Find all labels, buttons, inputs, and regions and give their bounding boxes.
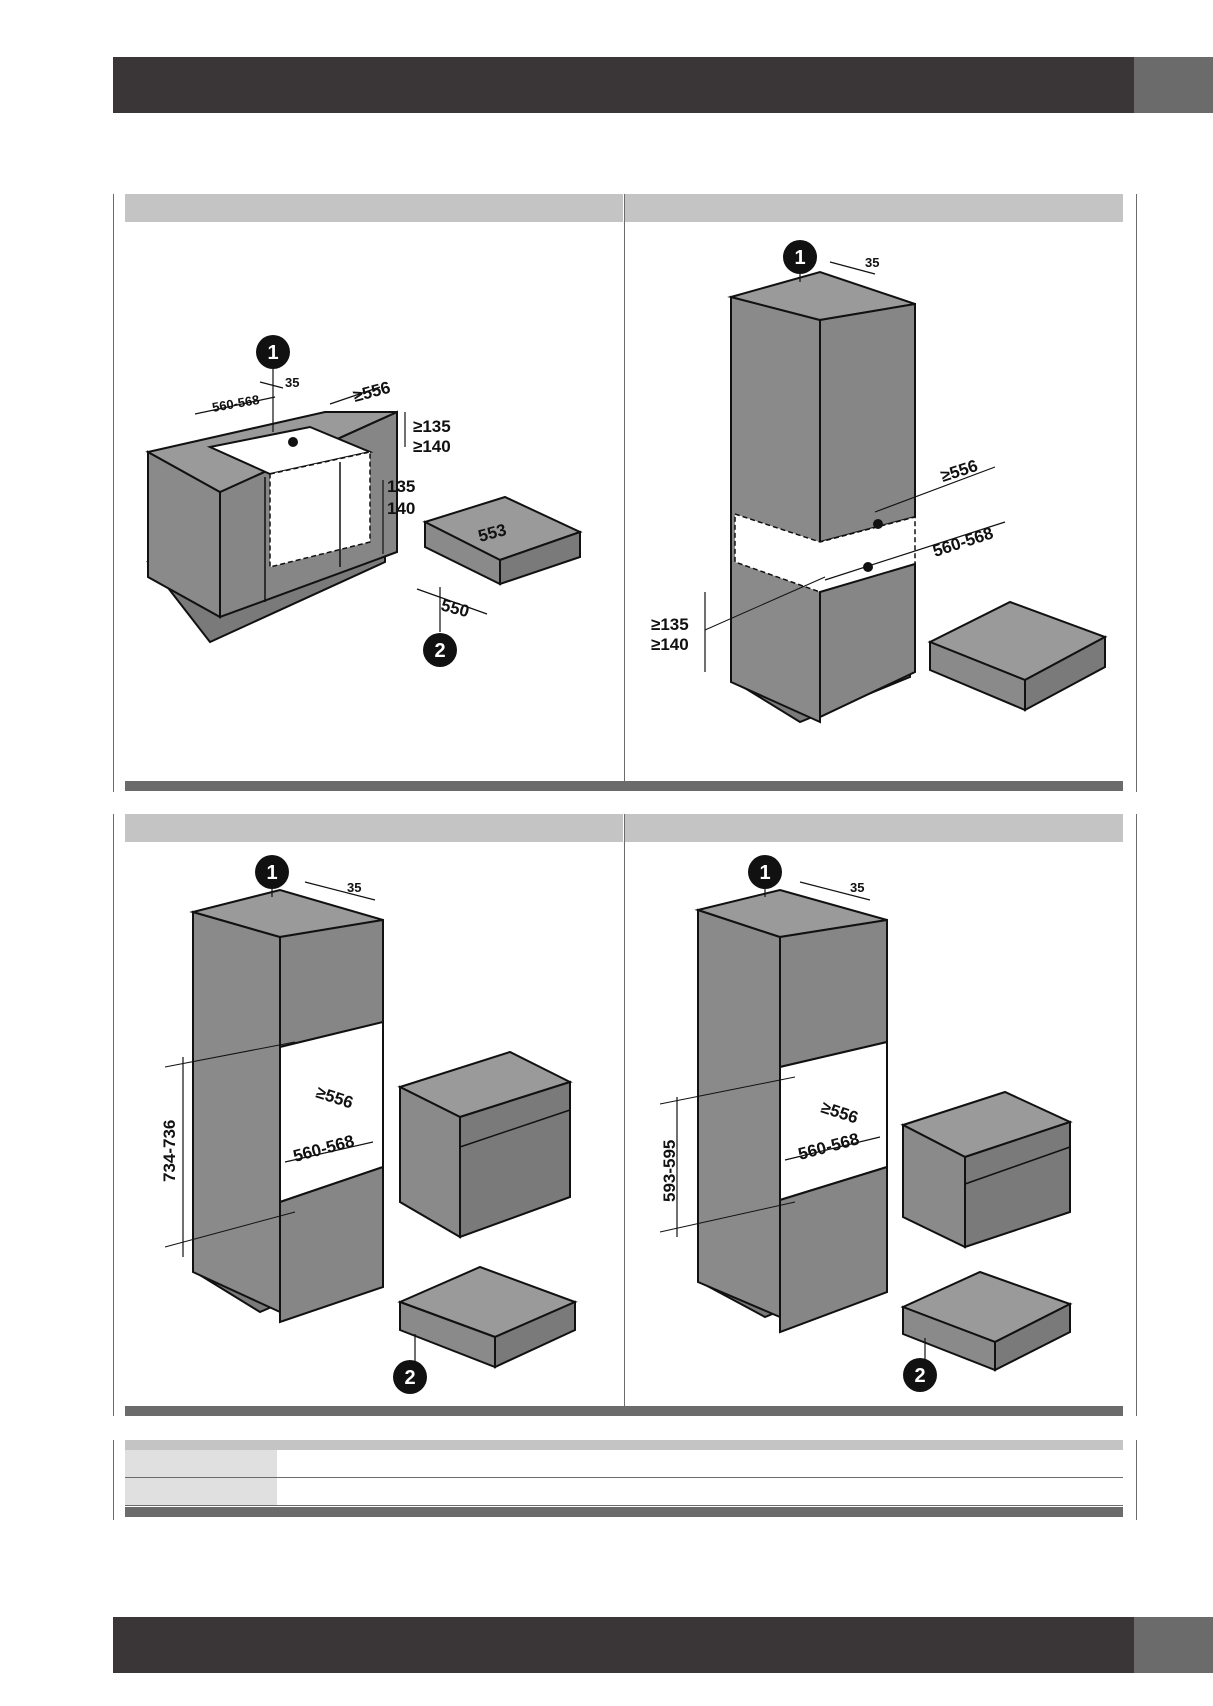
dim-556-label: ≥556 bbox=[938, 456, 980, 486]
legend-table-row-1 bbox=[125, 1450, 1123, 1478]
niche-interior bbox=[269, 451, 371, 568]
callout-1-marker bbox=[256, 335, 290, 369]
oven-front bbox=[459, 1080, 571, 1239]
callout-2-marker bbox=[903, 1358, 937, 1392]
dim-35-label: 35 bbox=[865, 255, 879, 270]
callout-1-marker bbox=[783, 240, 817, 274]
callout-1-text: 1 bbox=[266, 862, 277, 884]
drawer-front bbox=[499, 530, 581, 586]
legend-table-header bbox=[125, 1440, 1123, 1450]
drawer-front bbox=[494, 1300, 576, 1369]
callout-1-text: 1 bbox=[267, 342, 278, 364]
dim-35-label: 35 bbox=[347, 880, 361, 895]
cabinet-upper-door bbox=[819, 302, 916, 544]
callout-2-marker bbox=[423, 633, 457, 667]
cabinet-side bbox=[192, 910, 281, 1314]
anchor-point bbox=[288, 437, 298, 447]
header-bar bbox=[113, 57, 1213, 113]
cabinet-lower-door bbox=[279, 1165, 384, 1324]
header-tab bbox=[1134, 57, 1213, 113]
footer-tab bbox=[1134, 1617, 1213, 1673]
bottom-left-cell-header bbox=[125, 814, 623, 842]
bottom-right-cell-header bbox=[625, 814, 1123, 842]
dim-140-label: ≥140 bbox=[651, 635, 689, 654]
dim-135-label: ≥135 bbox=[413, 417, 451, 436]
callout-1-marker bbox=[748, 855, 782, 889]
cabinet-side bbox=[730, 295, 821, 724]
top-panel-footer bbox=[125, 781, 1123, 791]
cabinet-lower-door bbox=[819, 562, 916, 719]
callout-2-marker bbox=[393, 1360, 427, 1394]
dim-560-568-label: 560-568 bbox=[211, 392, 261, 415]
figure-tall-unit-oven-734: 1 35 ≥556 560-568 734-736 2 bbox=[160, 855, 578, 1394]
bottom-panel-divider bbox=[624, 814, 625, 1406]
footer-bar bbox=[113, 1617, 1213, 1673]
top-right-cell-header bbox=[625, 194, 1123, 222]
anchor-point-upper bbox=[873, 519, 883, 529]
dim-140-label: ≥140 bbox=[413, 437, 451, 456]
callout-1-text: 1 bbox=[794, 247, 805, 269]
dim-140-height-label: 140 bbox=[387, 499, 415, 518]
dim-560-568-label: 560-568 bbox=[930, 523, 995, 560]
legend-table-row-2 bbox=[125, 1478, 1123, 1506]
dim-35-label: 35 bbox=[285, 375, 299, 390]
legend-table-footer bbox=[125, 1507, 1123, 1517]
callout-2-text: 2 bbox=[914, 1365, 925, 1387]
callout-1-text: 1 bbox=[759, 862, 770, 884]
top-left-cell-header bbox=[125, 194, 623, 222]
drawer-front bbox=[994, 1302, 1071, 1372]
anchor-point-lower bbox=[863, 562, 873, 572]
top-figure-panel bbox=[113, 194, 1137, 792]
legend-row-1-label bbox=[125, 1450, 277, 1477]
cabinet-lower-door bbox=[779, 1165, 888, 1334]
dim-135-label: ≥135 bbox=[651, 615, 689, 634]
dim-135-height-label: 135 bbox=[387, 477, 415, 496]
dim-556-label: ≥556 bbox=[351, 378, 392, 406]
drawer-front bbox=[1024, 635, 1106, 712]
dim-height-label: 734-736 bbox=[160, 1120, 179, 1182]
legend-table-frame bbox=[113, 1440, 1137, 1520]
top-panel-divider bbox=[624, 194, 625, 782]
callout-2-text: 2 bbox=[434, 640, 445, 662]
cabinet-side bbox=[697, 908, 781, 1319]
bottom-figure-panel bbox=[113, 814, 1137, 1416]
dim-height-label: 593-595 bbox=[660, 1140, 679, 1202]
dim-35-label: 35 bbox=[850, 880, 864, 895]
figure-tall-unit-oven-593: 1 35 ≥556 560-568 593-595 2 bbox=[659, 855, 1073, 1392]
legend-row-2-label bbox=[125, 1478, 277, 1505]
callout-1-marker bbox=[255, 855, 289, 889]
figure-undercounter: 1 35 560-568 ≥556 ≥135 ≥140 135 140 553 … bbox=[145, 335, 583, 667]
dim-550-label: 550 bbox=[439, 596, 471, 622]
figure-tall-unit-drawer: 1 35 ≥556 560-568 ≥135 ≥140 bbox=[651, 240, 1108, 724]
bottom-panel-footer bbox=[125, 1406, 1123, 1416]
callout-2-text: 2 bbox=[404, 1367, 415, 1389]
oven-front bbox=[964, 1120, 1071, 1249]
